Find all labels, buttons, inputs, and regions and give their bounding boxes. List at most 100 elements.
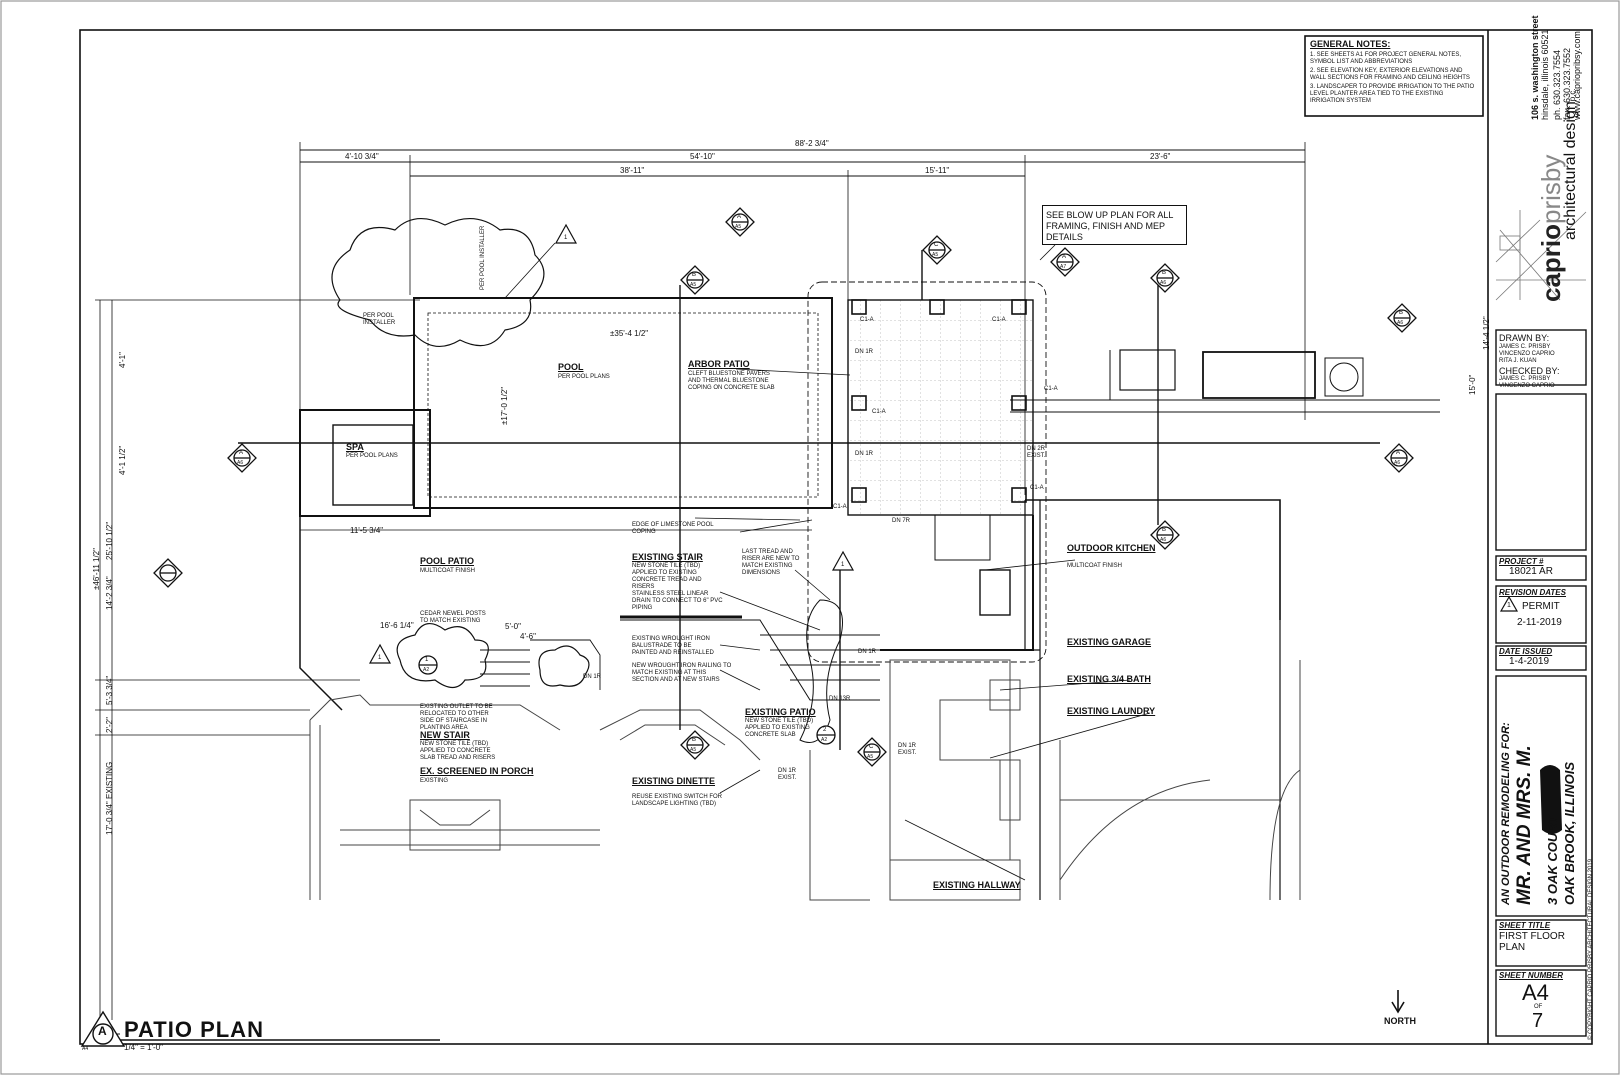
client-line-2: MR. AND MRS. M.: [1514, 745, 1535, 905]
marker-6-letter: A: [1396, 450, 1401, 456]
marker-10-letter: A: [1062, 254, 1067, 260]
marker-5-sheet: A6: [237, 460, 244, 466]
hallway-label: EXISTING HALLWAY: [933, 880, 1021, 890]
new-stair-sub: NEW STONE TILE (TBD) APPLIED TO CONCRETE…: [420, 741, 496, 761]
new-stair-label: NEW STAIR: [420, 730, 470, 740]
date-issued-value: 1-4-2019: [1509, 656, 1550, 667]
dim-left-e: 2'-2": [105, 717, 114, 733]
marker-4-sheet: A6: [1160, 280, 1167, 286]
dim-left-f: 4'-1": [118, 352, 127, 368]
arbor-patio-grid: [847, 299, 1034, 516]
firm-logo-mark: [1495, 210, 1587, 301]
dim-stair-b: 5'-0": [505, 622, 521, 631]
c1a-label-1: C1-A: [860, 317, 874, 323]
dim-pool-len: ±35'-4 1/2": [610, 329, 649, 338]
general-notes-title: GENERAL NOTES:: [1310, 39, 1391, 49]
drawing-scale: 1/4" = 1'-0": [124, 1043, 164, 1052]
screened-porch-sub: EXISTING: [420, 778, 449, 784]
spa-sub: PER POOL PLANS: [346, 453, 398, 459]
client-line-3: 3 OAK COURT: [1545, 815, 1560, 905]
revision-tag-3: 1: [378, 655, 382, 661]
copyright: © COPYRIGHT CAPRIO PRISBY ARCHITECTURAL …: [1588, 858, 1594, 1040]
dim-left-b: 14'-2 3/4": [105, 576, 114, 610]
general-notes-box: [1304, 35, 1484, 117]
drawn-by-label: DRAWN BY:: [1499, 333, 1550, 343]
dim-left-a: 25'-10 1/2": [105, 521, 114, 560]
c1a-label-3: C1-A: [1044, 386, 1058, 392]
marker-9-letter: C: [869, 744, 874, 750]
plan-linework: [95, 142, 1440, 1041]
titleblock-boxes: [1495, 329, 1587, 1037]
limestone-label: EDGE OF LIMESTONE POOL COPING: [632, 522, 714, 535]
drawn-by-name-2: VINCENZO CAPRIO: [1499, 351, 1555, 357]
outlet-label: EXISTING OUTLET TO BE RELOCATED TO OTHER…: [420, 704, 493, 731]
pool-label: POOL: [558, 362, 584, 372]
drain-label: STAINLESS STEEL LINEAR DRAIN TO CONNECT …: [632, 591, 723, 611]
marker-7-sheet: A6: [1160, 537, 1167, 543]
dim-d4: 38'-11": [620, 166, 645, 175]
blowup-note-box: [1042, 205, 1187, 245]
checked-by-name-1: JAMES C. PRISBY: [1499, 376, 1551, 382]
marker-6-sheet: A6: [1394, 460, 1401, 466]
drawing-tag-letter: A: [98, 1024, 107, 1038]
dinette-sub: REUSE EXISTING SWITCH FOR LANDSCAPE LIGH…: [632, 794, 723, 807]
dim-spa: 11'-5 3/4": [350, 526, 384, 535]
pool-patio-label: POOL PATIO: [420, 556, 475, 566]
tree-cloud: [331, 218, 545, 347]
marker-3-letter: C: [934, 242, 939, 248]
firm-suffix: p.c.: [1568, 88, 1577, 102]
client-line-4: OAK BROOK, ILLINOIS: [1562, 762, 1577, 905]
existing-stair-label: EXISTING STAIR: [632, 552, 703, 562]
drawn-by-name-3: RITA J. KUAN: [1499, 358, 1537, 364]
per-pool-installer-label-2: PER POOL INSTALLER: [480, 225, 486, 290]
sheet-title-label: SHEET TITLE: [1499, 921, 1551, 930]
marker-1-sheet: A5: [735, 224, 742, 230]
dim-left-d: 17'-0 3/4" EXISTING: [105, 761, 114, 835]
garage-label: EXISTING GARAGE: [1067, 637, 1152, 647]
general-note-1: 1. SEE SHEETS A1 FOR PROJECT GENERAL NOT…: [1310, 52, 1462, 65]
screened-porch-label: EX. SCREENED IN PORCH: [420, 766, 534, 776]
dn-label-5: DN 7R: [892, 518, 911, 524]
checked-by-label: CHECKED BY:: [1499, 366, 1560, 376]
dn-label-2: DN 2R EXIST.: [1027, 446, 1046, 459]
dim-right-b: 15'-0": [1468, 374, 1477, 395]
project-value: 18021 AR: [1509, 566, 1553, 577]
drawing-tag: [80, 1010, 126, 1047]
pool-patio-sub: MULTICOAT FINISH: [420, 568, 476, 574]
firm-address-1: 106 s. washington street: [1530, 15, 1540, 120]
revision-triangles: [368, 223, 1519, 664]
sheet-number-label: SHEET NUMBER: [1499, 971, 1564, 980]
existing-patio-label: EXISTING PATIO: [745, 707, 816, 717]
sheet-title-value-2: PLAN: [1499, 942, 1526, 953]
revision-label: REVISION DATES: [1499, 588, 1566, 597]
marker-3-sheet: A5: [932, 252, 939, 258]
dim-d1: 4'-10 3/4": [345, 152, 379, 161]
marker-8-sheet: A5: [690, 747, 697, 753]
client-line-1: AN OUTDOOR REMODELING FOR:: [1500, 722, 1512, 905]
marker-8-letter: B: [692, 737, 697, 743]
bath-label: EXISTING 3/4 BATH: [1067, 674, 1151, 684]
revision-date: 2-11-2019: [1517, 617, 1562, 628]
spa-label: SPA: [346, 442, 364, 452]
revision-mark: 1: [1507, 602, 1511, 609]
dim-pool-w: ±17'-0 1/2": [500, 386, 509, 425]
general-note-3: 3. LANDSCAPER TO PROVIDE IRRIGATION TO T…: [1310, 84, 1475, 104]
revision-item: PERMIT: [1522, 601, 1560, 612]
revision-tag-1: 1: [564, 235, 568, 241]
drawn-by-name-1: JAMES C. PRISBY: [1499, 344, 1551, 350]
drawing-title: PATIO PLAN: [124, 1017, 264, 1042]
spa-outline: [299, 409, 431, 517]
dim-right-a: 14'-4 1/2": [1482, 316, 1491, 350]
dim-d3: 23'-6": [1150, 152, 1171, 161]
marker-4-letter: B: [1162, 270, 1167, 276]
project-label: PROJECT #: [1499, 557, 1544, 566]
c1a-label-5: C1-A: [1030, 485, 1044, 491]
c1a-label-2: C1-A: [992, 317, 1006, 323]
marker-12-sheet: A2: [423, 667, 430, 673]
existing-patio-sub: NEW STONE TILE (TBD) APPLIED TO EXISTING…: [745, 718, 814, 738]
firm-address-2: hinsdale, illinois 60521: [1540, 29, 1550, 120]
wrought1-label: EXISTING WROUGHT IRON BALUSTRADE TO BE P…: [632, 636, 714, 656]
checked-by-name-2: VINCENZO CAPRIO: [1499, 383, 1555, 389]
c1a-label-4: C1-A: [872, 409, 886, 415]
